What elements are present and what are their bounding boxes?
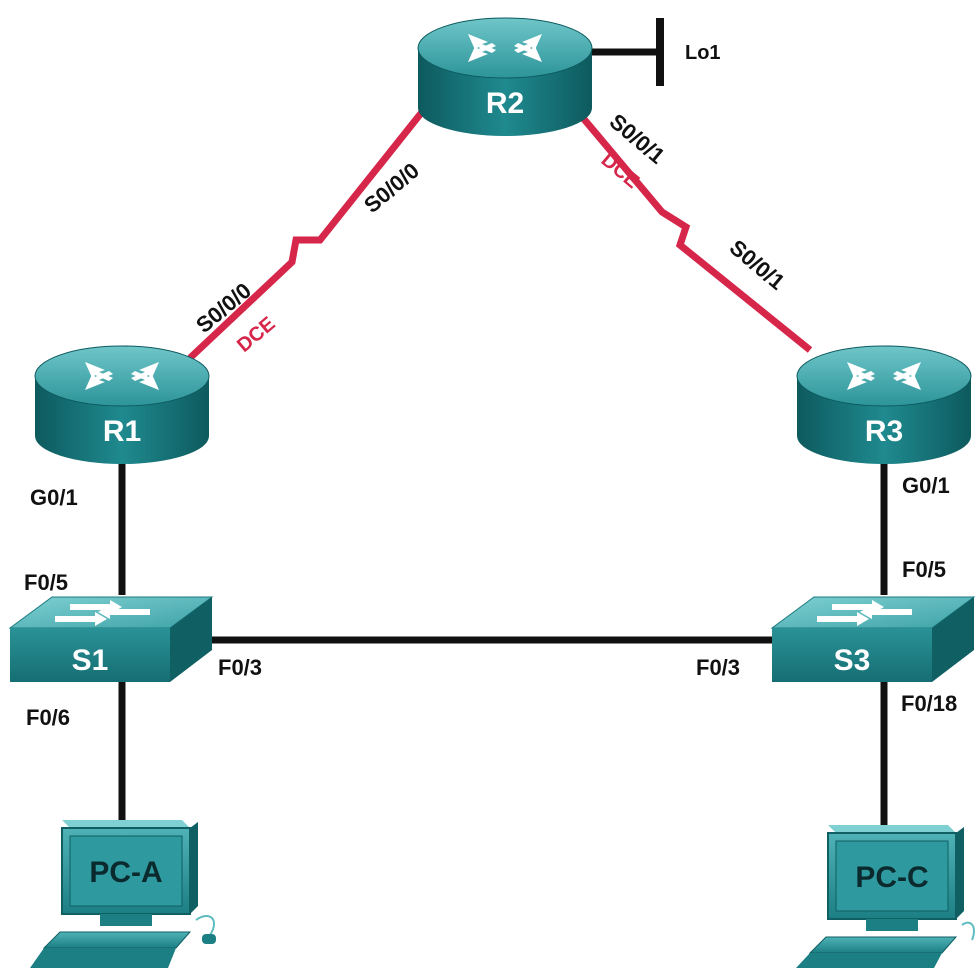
device-name-s3: S3 xyxy=(834,644,871,677)
pc-c[interactable]: PC-C xyxy=(796,825,975,968)
switch-s3[interactable]: S3 xyxy=(770,596,976,682)
switch-s1[interactable]: S1 xyxy=(8,596,214,682)
pc-a[interactable]: PC-A xyxy=(30,820,216,968)
router-r1[interactable]: R1 xyxy=(34,345,210,464)
device-name-pca: PC-A xyxy=(89,856,162,889)
device-name-r1: R1 xyxy=(103,415,141,448)
label-r3-g01: G0/1 xyxy=(902,473,950,498)
router-r3[interactable]: R3 xyxy=(796,345,972,464)
label-s1-f06: F0/6 xyxy=(26,705,70,730)
router-arrows-icon xyxy=(847,362,921,390)
label-s1-f03: F0/3 xyxy=(218,655,262,680)
label-r1-g01: G0/1 xyxy=(30,485,78,510)
switch-arrows-icon xyxy=(55,600,150,626)
switch-arrows-icon xyxy=(817,600,912,626)
router-arrows-icon xyxy=(85,362,159,390)
label-s1-f05: F0/5 xyxy=(24,570,68,595)
router-arrows-icon xyxy=(468,34,542,62)
router-r2[interactable]: R2 xyxy=(417,17,593,136)
label-dce-r1: DCE xyxy=(233,313,279,357)
device-name-r3: R3 xyxy=(865,415,903,448)
device-name-r2: R2 xyxy=(486,87,524,120)
label-s3-f03: F0/3 xyxy=(696,655,740,680)
serial-links xyxy=(187,109,813,361)
link-r1-r2-serial xyxy=(187,109,425,361)
ethernet-links xyxy=(118,18,888,825)
label-r2-s000: S0/0/0 xyxy=(359,158,424,218)
label-s3-f018: F0/18 xyxy=(901,691,957,716)
link-r2-r3-serial xyxy=(575,109,813,353)
mouse-icon xyxy=(202,934,216,944)
device-name-pcc: PC-C xyxy=(855,861,928,894)
device-name-s1: S1 xyxy=(72,644,109,677)
mouse-cable xyxy=(961,921,975,941)
label-r2-lo1: Lo1 xyxy=(685,42,721,64)
mouse-cable xyxy=(195,915,215,936)
label-s3-f05: F0/5 xyxy=(902,557,946,582)
